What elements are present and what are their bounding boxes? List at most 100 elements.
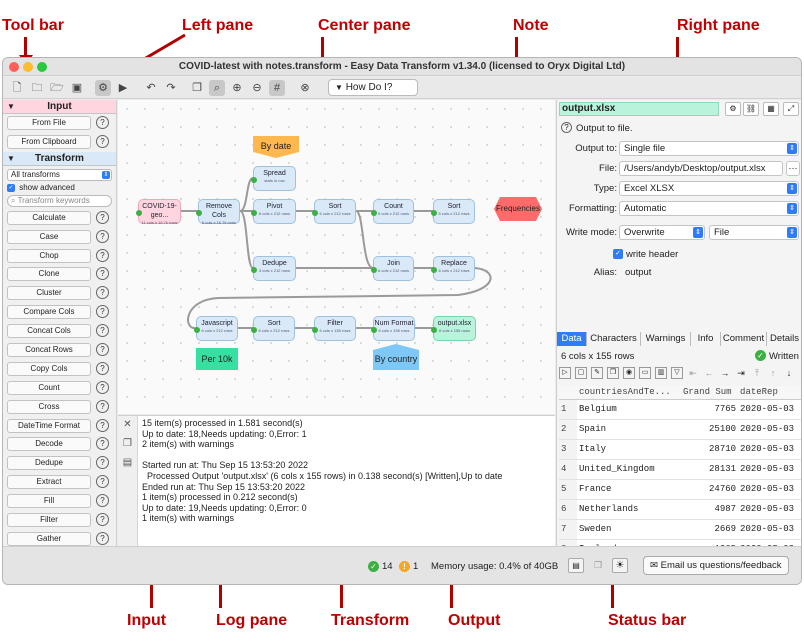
write-mode-target-select[interactable]: File ⇕ bbox=[709, 225, 799, 240]
note-by-country[interactable]: By country bbox=[374, 354, 418, 364]
paste-log-icon[interactable]: ▤ bbox=[122, 457, 133, 468]
help-icon[interactable]: ? bbox=[96, 229, 109, 243]
center-pane[interactable]: COVID-19-geo... 11 cols x 16 7k rows Rem… bbox=[118, 100, 555, 414]
next-icon[interactable]: → bbox=[720, 368, 730, 378]
copy-icon[interactable]: ❐ bbox=[607, 367, 619, 379]
settings-gear-icon[interactable]: ⚙ bbox=[95, 80, 111, 96]
open-recent-icon[interactable]: 🗁 bbox=[50, 82, 64, 94]
tab-characters[interactable]: Characters bbox=[587, 332, 641, 346]
link-icon[interactable]: ⛓ bbox=[743, 102, 759, 116]
folder-icon[interactable]: ▭ bbox=[639, 367, 651, 379]
transform-button[interactable]: Count bbox=[7, 380, 91, 395]
log-toggle-icon[interactable]: ▤ bbox=[568, 558, 584, 573]
help-icon[interactable]: ? bbox=[96, 513, 109, 527]
output-node[interactable]: output.xlsx 6 cols x 155 rows bbox=[431, 316, 476, 341]
transform-node-remove-cols[interactable]: Remove Cols 6 cols x 16 7k rows bbox=[196, 199, 240, 225]
help-icon[interactable]: ? bbox=[96, 380, 109, 394]
up-icon[interactable]: ↑ bbox=[770, 368, 776, 378]
transform-section-header[interactable]: ▼ Transform bbox=[3, 151, 116, 166]
tab-info[interactable]: Info bbox=[691, 332, 721, 346]
transform-button[interactable]: DateTime Format bbox=[7, 418, 91, 433]
column-header[interactable]: dateRep bbox=[738, 386, 801, 400]
how-do-i-dropdown[interactable]: ▼ How Do I? bbox=[328, 79, 418, 96]
save-icon[interactable]: ▣ bbox=[71, 82, 83, 94]
write-mode-select[interactable]: Overwrite ⇕ bbox=[619, 225, 705, 240]
help-icon[interactable]: ? bbox=[96, 531, 109, 545]
help-icon[interactable]: ? bbox=[96, 361, 109, 375]
show-advanced-checkbox[interactable]: ✓ bbox=[7, 183, 15, 192]
from-clipboard-button[interactable]: From Clipboard bbox=[7, 134, 91, 149]
transform-button[interactable]: Decode bbox=[7, 437, 91, 452]
note-per-10k[interactable]: Per 10k bbox=[201, 354, 233, 364]
layers-icon[interactable]: ❐ bbox=[593, 560, 603, 570]
help-icon[interactable]: ? bbox=[96, 418, 109, 432]
help-icon[interactable]: ? bbox=[96, 475, 109, 489]
tab-details[interactable]: Details bbox=[767, 332, 801, 346]
filter-icon[interactable]: ▽ bbox=[671, 367, 683, 379]
first-icon[interactable]: ⇤ bbox=[689, 368, 697, 378]
columns-icon[interactable]: ▥ bbox=[655, 367, 667, 379]
from-file-button[interactable]: From File bbox=[7, 116, 91, 130]
run-icon[interactable]: ▶ bbox=[118, 82, 128, 94]
transform-node-filter[interactable]: Filter 6 cols x 155 rows bbox=[312, 316, 356, 341]
expand-icon[interactable]: ⤢ bbox=[783, 102, 799, 116]
new-file-icon[interactable]: 🗋 bbox=[12, 82, 22, 94]
transform-button[interactable]: Chop bbox=[7, 248, 91, 263]
help-icon[interactable]: ? bbox=[96, 134, 109, 148]
transform-button[interactable]: Concat Cols bbox=[7, 324, 91, 339]
transform-node-pivot[interactable]: Pivot 6 cols x 212 rows bbox=[251, 199, 296, 224]
brightness-icon[interactable]: ☀ bbox=[612, 558, 628, 573]
tab-warnings[interactable]: Warnings bbox=[641, 332, 691, 346]
zoom-fit-icon[interactable]: ⌕ bbox=[209, 80, 225, 96]
item-name-field[interactable]: output.xlsx bbox=[559, 102, 719, 116]
write-header-checkbox[interactable]: ✓ bbox=[613, 249, 623, 259]
tab-comment[interactable]: Comment bbox=[721, 332, 767, 346]
transform-node-count[interactable]: Count 5 cols x 212 rows bbox=[371, 199, 414, 224]
input-section-header[interactable]: ▼ Input bbox=[3, 100, 116, 114]
input-node[interactable]: COVID-19-geo... 11 cols x 16 7k rows bbox=[136, 199, 181, 225]
zoom-window-button[interactable] bbox=[37, 62, 47, 72]
clear-log-icon[interactable]: ✕ bbox=[123, 419, 132, 430]
help-icon[interactable]: ? bbox=[96, 286, 109, 300]
help-icon[interactable]: ? bbox=[96, 116, 109, 129]
transform-node-spread[interactable]: Spread stats in row bbox=[251, 166, 296, 191]
help-icon[interactable]: ? bbox=[96, 456, 109, 470]
show-advanced-row[interactable]: ✓ show advanced bbox=[7, 182, 75, 192]
transform-button[interactable]: Filter bbox=[7, 513, 91, 528]
transform-search-input[interactable]: ⌕ Transform keywords bbox=[7, 194, 112, 207]
alias-field[interactable]: output bbox=[625, 267, 652, 278]
transform-button[interactable]: Calculate bbox=[7, 210, 91, 225]
down-icon[interactable]: ↓ bbox=[786, 368, 792, 378]
tab-data[interactable]: Data bbox=[557, 332, 587, 346]
transform-node-sort[interactable]: Sort 5 cols x 212 rows bbox=[431, 199, 475, 224]
transform-button[interactable]: Cluster bbox=[7, 286, 91, 301]
undo-icon[interactable]: ↶ bbox=[146, 82, 156, 94]
column-header[interactable]: Grand Sum bbox=[680, 386, 739, 400]
close-window-button[interactable] bbox=[9, 62, 19, 72]
transform-button[interactable]: Copy Cols bbox=[7, 361, 91, 376]
transform-node-sort[interactable]: Sort 6 cols x 212 rows bbox=[312, 199, 356, 224]
help-icon[interactable]: ? bbox=[96, 324, 109, 338]
help-icon[interactable]: ? bbox=[96, 399, 109, 413]
table-row[interactable]: 8Ireland12652020-05-03 bbox=[559, 539, 801, 546]
column-header[interactable]: countriesAndTe... bbox=[577, 386, 681, 400]
file-path-field[interactable]: /Users/andyb/Desktop/output.xlsx bbox=[619, 161, 783, 176]
help-icon[interactable]: ? bbox=[96, 210, 109, 224]
redo-icon[interactable]: ↷ bbox=[166, 82, 176, 94]
minimize-window-button[interactable] bbox=[23, 62, 33, 72]
transform-button[interactable]: Compare Cols bbox=[7, 305, 91, 320]
transform-button[interactable]: Clone bbox=[7, 267, 91, 282]
transform-button[interactable]: Case bbox=[7, 229, 91, 244]
transform-button[interactable]: Concat Rows bbox=[7, 343, 91, 358]
edit-icon[interactable]: ✎ bbox=[591, 367, 603, 379]
transform-button[interactable]: Fill bbox=[7, 494, 91, 509]
table-view-icon[interactable]: ▦ bbox=[763, 102, 779, 116]
transform-button[interactable]: Gather bbox=[7, 531, 91, 546]
transform-button[interactable]: Extract bbox=[7, 475, 91, 490]
open-folder-icon[interactable]: 🗀 bbox=[31, 82, 43, 94]
